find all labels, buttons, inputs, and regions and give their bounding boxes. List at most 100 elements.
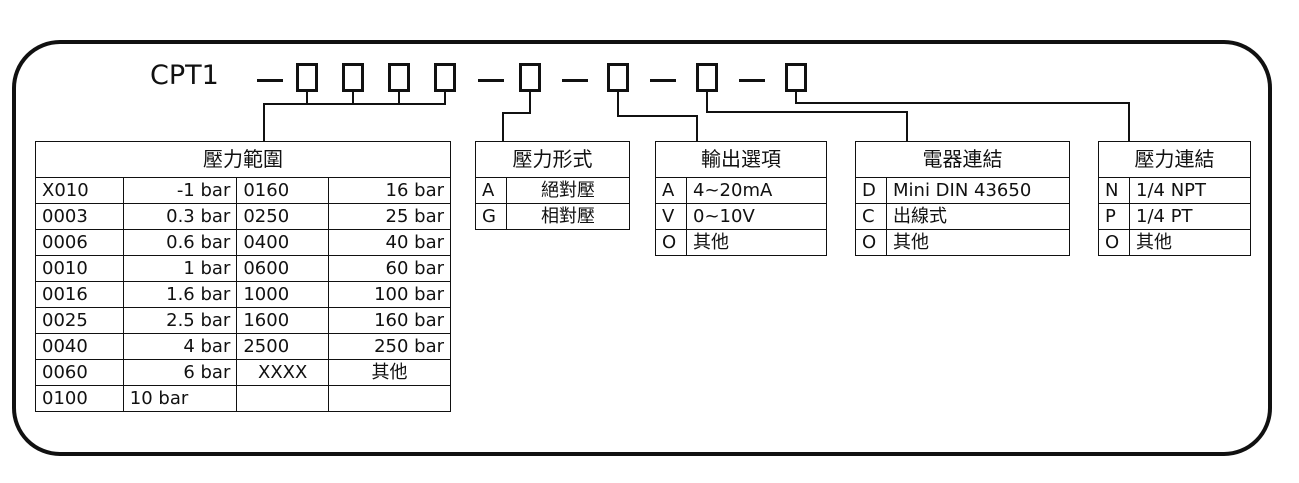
code-slot-electrical xyxy=(696,63,718,92)
connector-line xyxy=(617,115,698,117)
value-cell: -1 bar xyxy=(122,177,238,204)
code-dash xyxy=(257,79,283,82)
table-row: N 1/4 NPT xyxy=(1098,177,1251,204)
code-cell: 0060 xyxy=(35,359,124,386)
code-cell: 0010 xyxy=(35,255,124,282)
table-row: 0016 1.6 bar 1000 100 bar xyxy=(35,281,451,308)
value-cell: 60 bar xyxy=(328,255,451,282)
value-cell: 1.6 bar xyxy=(122,281,238,308)
code-slot-output xyxy=(607,63,629,92)
connector-line xyxy=(795,92,797,104)
table-row: D Mini DIN 43650 xyxy=(855,177,1070,204)
value-cell: 250 bar xyxy=(328,333,451,360)
table-row: O 其他 xyxy=(655,229,827,256)
code-dash xyxy=(739,79,765,82)
code-cell: P xyxy=(1098,203,1130,230)
table-row: 0060 6 bar XXXX 其他 xyxy=(35,359,451,386)
code-cell: A xyxy=(475,177,507,204)
connector-line xyxy=(398,92,400,104)
value-cell: 25 bar xyxy=(328,203,451,230)
connector-line xyxy=(529,92,531,114)
code-slot-pressure-type xyxy=(519,63,541,92)
table-row: O 其他 xyxy=(855,229,1070,256)
code-cell: O xyxy=(1098,229,1130,256)
code-slot-range-2 xyxy=(342,63,364,92)
value-cell: 相對壓 xyxy=(506,203,630,230)
table-row: 0025 2.5 bar 1600 160 bar xyxy=(35,307,451,334)
value-cell: 10 bar xyxy=(122,385,238,412)
value-cell: 0.3 bar xyxy=(122,203,238,230)
table-row: O 其他 xyxy=(1098,229,1251,256)
pressure-range-table: 壓力範圍 X010 -1 bar 0160 16 bar 0003 0.3 ba… xyxy=(35,141,451,412)
code-cell: 0160 xyxy=(236,177,329,204)
pressure-connection-table: 壓力連結 N 1/4 NPT P 1/4 PT O 其他 xyxy=(1098,141,1251,256)
table-row: 0010 1 bar 0600 60 bar xyxy=(35,255,451,282)
value-cell: 4 bar xyxy=(122,333,238,360)
code-cell: A xyxy=(655,177,687,204)
pressure-type-table: 壓力形式 A 絕對壓 G 相對壓 xyxy=(475,141,630,230)
value-cell: 2.5 bar xyxy=(122,307,238,334)
code-cell: O xyxy=(855,229,887,256)
code-cell: C xyxy=(855,203,887,230)
table-row: A 絕對壓 xyxy=(475,177,630,204)
code-cell: N xyxy=(1098,177,1130,204)
value-cell: 6 bar xyxy=(122,359,238,386)
table-row: 0006 0.6 bar 0400 40 bar xyxy=(35,229,451,256)
value-cell: Mini DIN 43650 xyxy=(886,177,1070,204)
value-cell: 0~10V xyxy=(686,203,827,230)
code-cell: 0025 xyxy=(35,307,124,334)
value-cell: 出線式 xyxy=(886,203,1070,230)
code-cell: 0003 xyxy=(35,203,124,230)
table-title: 輸出選項 xyxy=(655,141,827,178)
code-cell xyxy=(236,385,329,412)
code-slot-range-1 xyxy=(296,63,318,92)
connector-line xyxy=(502,112,531,114)
code-cell: 0400 xyxy=(236,229,329,256)
code-cell: 0250 xyxy=(236,203,329,230)
table-row: V 0~10V xyxy=(655,203,827,230)
value-cell xyxy=(328,385,451,412)
connector-line xyxy=(795,102,1130,104)
electrical-connection-table: 電器連結 D Mini DIN 43650 C 出線式 O 其他 xyxy=(855,141,1070,256)
code-cell: 0016 xyxy=(35,281,124,308)
table-title: 壓力範圍 xyxy=(35,141,451,178)
connector-line xyxy=(502,112,504,141)
code-cell: 0600 xyxy=(236,255,329,282)
connector-line xyxy=(706,92,708,113)
table-title: 電器連結 xyxy=(855,141,1070,178)
value-cell: 1/4 PT xyxy=(1129,203,1251,230)
code-dash xyxy=(562,79,588,82)
table-row: 0100 10 bar xyxy=(35,385,451,412)
value-cell: 4~20mA xyxy=(686,177,827,204)
code-cell: 0100 xyxy=(35,385,124,412)
value-cell: 1/4 NPT xyxy=(1129,177,1251,204)
table-title: 壓力連結 xyxy=(1098,141,1251,178)
value-cell: 0.6 bar xyxy=(122,229,238,256)
value-cell: 100 bar xyxy=(328,281,451,308)
code-cell: 0006 xyxy=(35,229,124,256)
value-cell: 其他 xyxy=(886,229,1070,256)
table-row: G 相對壓 xyxy=(475,203,630,230)
table-row: 0040 4 bar 2500 250 bar xyxy=(35,333,451,360)
code-cell: V xyxy=(655,203,687,230)
connector-line xyxy=(263,103,265,141)
value-cell: 1 bar xyxy=(122,255,238,282)
code-cell: G xyxy=(475,203,507,230)
value-cell: 其他 xyxy=(686,229,827,256)
table-row: A 4~20mA xyxy=(655,177,827,204)
connector-line xyxy=(706,111,908,113)
code-slot-range-3 xyxy=(388,63,410,92)
connector-line xyxy=(263,103,446,105)
table-row: X010 -1 bar 0160 16 bar xyxy=(35,177,451,204)
value-cell: 絕對壓 xyxy=(506,177,630,204)
table-row: C 出線式 xyxy=(855,203,1070,230)
connector-line xyxy=(1128,102,1130,141)
code-cell: 1600 xyxy=(236,307,329,334)
connector-line xyxy=(444,92,446,104)
code-cell: 0040 xyxy=(35,333,124,360)
table-row: 0003 0.3 bar 0250 25 bar xyxy=(35,203,451,230)
connector-line xyxy=(306,92,308,104)
value-cell: 其他 xyxy=(1129,229,1251,256)
table-title: 壓力形式 xyxy=(475,141,630,178)
code-cell: XXXX xyxy=(236,359,329,386)
